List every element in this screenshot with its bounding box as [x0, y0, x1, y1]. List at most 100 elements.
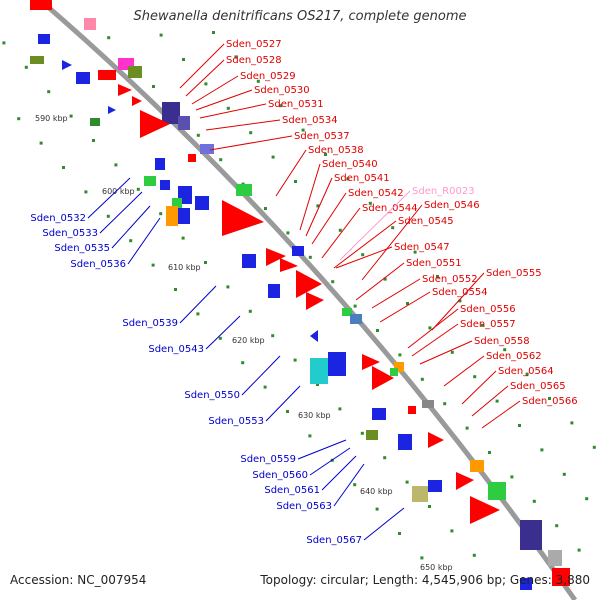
- forward-gene-label[interactable]: Sden_0541: [334, 173, 390, 184]
- forward-gene-label[interactable]: Sden_0530: [254, 85, 310, 96]
- reverse-gene-label[interactable]: Sden_0553: [208, 416, 264, 427]
- gene-block: [520, 520, 542, 550]
- tick-dot: [592, 445, 596, 449]
- tick-dot: [510, 475, 514, 479]
- tick-dot: [62, 166, 65, 169]
- label-leader-line: [333, 220, 397, 269]
- forward-gene-label[interactable]: Sden_0547: [394, 242, 450, 253]
- tick-dot: [391, 226, 395, 230]
- reverse-gene-label[interactable]: Sden_0539: [122, 318, 178, 329]
- reverse-gene-label[interactable]: Sden_0563: [276, 501, 332, 512]
- gene-glyphs: [30, 0, 570, 590]
- forward-gene-label[interactable]: Sden_0546: [424, 200, 480, 211]
- gene-block: [162, 102, 180, 124]
- label-leader-line: [321, 207, 361, 259]
- tick-dot: [92, 139, 95, 142]
- gene-block: [160, 180, 170, 190]
- forward-gene-label[interactable]: Sden_0537: [294, 131, 350, 142]
- forward-gene-label[interactable]: Sden_0531: [268, 99, 324, 110]
- reverse-gene-label[interactable]: Sden_0550: [184, 390, 240, 401]
- tick-dot: [241, 361, 245, 365]
- tick-dot: [114, 163, 118, 167]
- reverse-gene-label[interactable]: Sden_0532: [30, 213, 86, 224]
- rna-gene-label[interactable]: Sden_R0023: [412, 186, 475, 197]
- forward-gene-label[interactable]: Sden_0566: [522, 396, 578, 407]
- map-title: Shewanella denitrificans OS217, complete…: [133, 9, 467, 24]
- reverse-gene-label[interactable]: Sden_0533: [42, 228, 98, 239]
- forward-gene-label[interactable]: Sden_0555: [486, 268, 542, 279]
- forward-gene-label[interactable]: Sden_0558: [474, 336, 530, 347]
- label-leader-line: [311, 192, 347, 245]
- tick-dot: [525, 372, 529, 376]
- forward-gene-label[interactable]: Sden_0529: [240, 71, 296, 82]
- forward-gene-label[interactable]: Sden_0557: [460, 319, 516, 330]
- gene-block: [242, 254, 256, 268]
- gene-block: [366, 430, 378, 440]
- tick-dot: [2, 41, 6, 45]
- gene-block: [38, 34, 50, 44]
- forward-gene-label[interactable]: Sden_0540: [322, 159, 378, 170]
- reverse-gene-label[interactable]: Sden_0543: [148, 344, 204, 355]
- gene-block: [76, 72, 90, 84]
- forward-gene-label[interactable]: Sden_0534: [282, 115, 338, 126]
- forward-gene-label[interactable]: Sden_0564: [498, 366, 554, 377]
- label-leader-line: [333, 463, 365, 507]
- reverse-gene-label[interactable]: Sden_0561: [264, 485, 320, 496]
- forward-gene-label[interactable]: Sden_0545: [398, 216, 454, 227]
- gene-block: [520, 578, 532, 590]
- tick-dot: [84, 190, 88, 194]
- forward-gene-label[interactable]: Sden_0528: [226, 55, 282, 66]
- tick-dot: [196, 312, 200, 316]
- forward-gene-label[interactable]: Sden_0544: [362, 203, 418, 214]
- tick-dot: [219, 158, 223, 162]
- gene-arrow: [456, 472, 474, 490]
- reverse-gene-label[interactable]: Sden_0536: [70, 259, 126, 270]
- label-leader-line: [339, 190, 411, 261]
- tick-dot: [436, 275, 439, 278]
- gene-block: [178, 208, 190, 224]
- forward-gene-label[interactable]: Sden_0565: [510, 381, 566, 392]
- gene-block: [328, 352, 346, 376]
- tick-dot: [181, 236, 185, 240]
- gene-block: [394, 362, 404, 372]
- genome-summary: Topology: circular; Length: 4,545,906 bp…: [260, 573, 590, 587]
- gene-block: [408, 406, 416, 414]
- forward-gene-label[interactable]: Sden_0556: [460, 304, 516, 315]
- forward-gene-label[interactable]: Sden_0538: [308, 145, 364, 156]
- forward-gene-label[interactable]: Sden_0527: [226, 39, 282, 50]
- gene-block: [188, 154, 196, 162]
- reverse-gene-label[interactable]: Sden_0535: [54, 243, 110, 254]
- forward-gene-label[interactable]: Sden_0542: [348, 188, 404, 199]
- tick-dot: [129, 239, 133, 243]
- tick-dot: [271, 334, 275, 338]
- label-leader-line: [321, 455, 357, 491]
- forward-gene-label[interactable]: Sden_0562: [486, 351, 542, 362]
- label-leader-line: [191, 75, 239, 105]
- gene-arrow: [118, 84, 132, 96]
- label-leader-line: [419, 340, 473, 365]
- forward-gene-label[interactable]: Sden_0554: [432, 287, 488, 298]
- gene-block: [90, 118, 100, 126]
- forward-gene-label[interactable]: Sden_0551: [406, 258, 462, 269]
- gene-arrow: [108, 106, 116, 114]
- reverse-gene-label[interactable]: Sden_0559: [240, 454, 296, 465]
- tick-dot: [346, 177, 350, 181]
- label-leader-line: [299, 163, 321, 231]
- tick-dot: [562, 472, 566, 476]
- coordinate-mark-label: 630 kbp: [298, 411, 331, 420]
- reverse-gene-label[interactable]: Sden_0567: [306, 535, 362, 546]
- tick-dot: [503, 348, 507, 352]
- gene-block: [428, 480, 442, 492]
- tick-dot: [308, 434, 312, 438]
- tick-dot: [450, 529, 454, 533]
- tick-dot: [17, 117, 21, 121]
- forward-gene-label[interactable]: Sden_0552: [422, 274, 478, 285]
- tick-dot: [376, 329, 379, 332]
- genome-backbone: [38, 0, 578, 600]
- tick-dot: [465, 426, 469, 430]
- reverse-gene-label[interactable]: Sden_0560: [252, 470, 308, 481]
- gene-block: [84, 18, 96, 30]
- tick-dot: [159, 33, 163, 37]
